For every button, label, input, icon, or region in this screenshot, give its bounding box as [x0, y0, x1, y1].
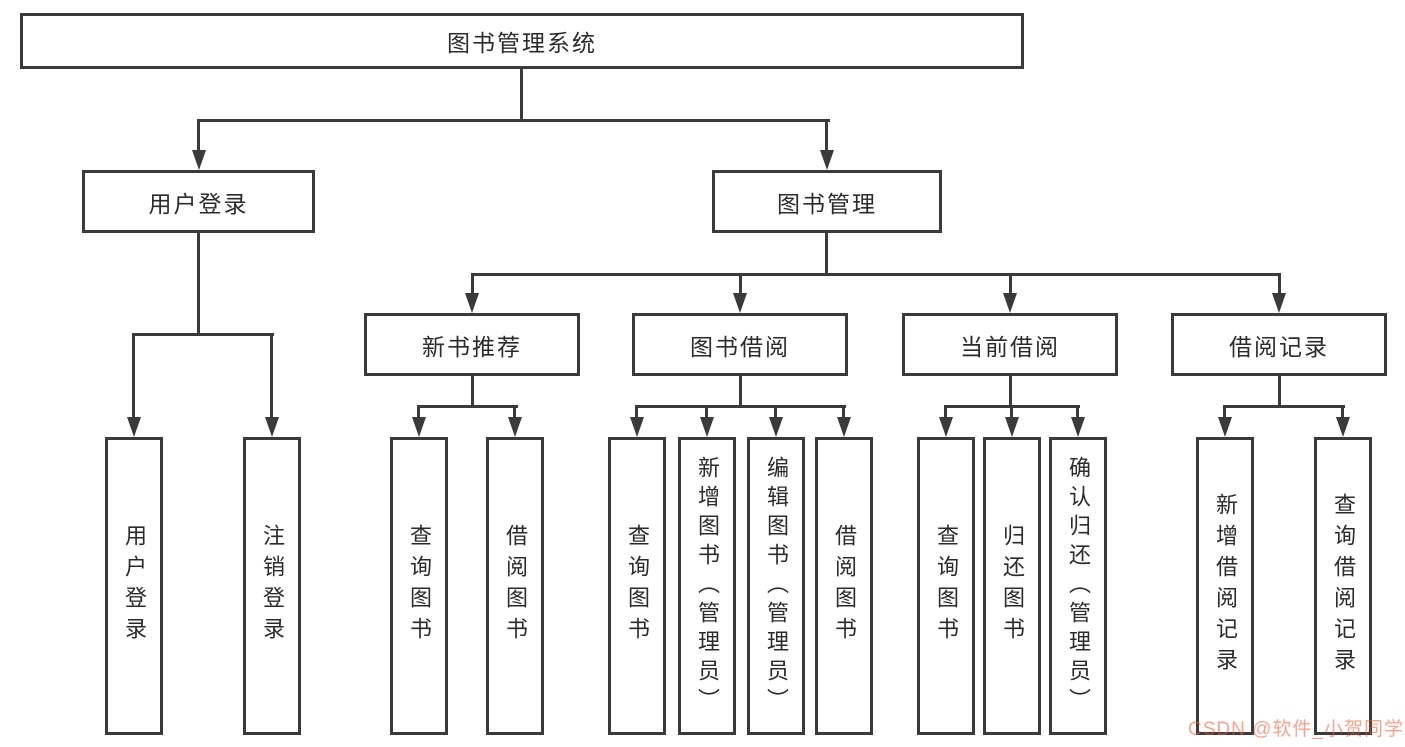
leaf-return-books: 归还图书	[983, 437, 1041, 735]
csdn-watermark: CSDN @软件_小贺同学	[1188, 719, 1404, 740]
connector-drop	[1341, 405, 1344, 419]
node-book-borrow-label: 图书借阅	[690, 333, 790, 360]
leaf-current-query-books-label: 查询图书	[934, 524, 959, 648]
connector-drop-book-management	[825, 119, 828, 152]
leaf-user-login: 用户登录	[105, 437, 163, 735]
node-root: 图书管理系统	[20, 13, 1024, 69]
connector-drop	[1010, 405, 1013, 419]
connector-mgmt-bus	[471, 273, 1281, 276]
leaf-return-books-label: 归还图书	[1000, 524, 1025, 648]
arrow-down-icon	[127, 417, 141, 437]
leaf-add-books-admin: 新增图书（管理员）	[678, 437, 736, 735]
connector-drop-borrow-records	[1278, 273, 1281, 295]
connector-drop	[842, 405, 845, 419]
connector-root-bus	[197, 119, 830, 122]
leaf-add-books-admin-label: 新增图书（管理员）	[695, 455, 720, 717]
leaf-confirm-return-admin-label: 确认归还（管理员）	[1066, 455, 1091, 717]
leaf-newbook-borrow-books-label: 借阅图书	[503, 524, 528, 648]
connector-g4-stem	[1278, 374, 1281, 407]
connector-drop	[944, 405, 947, 419]
connector-drop	[635, 405, 638, 419]
leaf-newbook-query-books-label: 查询图书	[407, 524, 432, 648]
leaf-newbook-borrow-books: 借阅图书	[486, 437, 544, 735]
arrow-down-icon	[630, 417, 644, 437]
arrow-down-icon	[733, 293, 747, 313]
arrow-down-icon	[412, 417, 426, 437]
node-book-borrow: 图书借阅	[632, 313, 848, 376]
connector-mgmt-stem	[825, 232, 828, 276]
leaf-confirm-return-admin: 确认归还（管理员）	[1049, 437, 1107, 735]
connector-root-stem	[520, 66, 523, 122]
leaf-edit-books-admin-label: 编辑图书（管理员）	[764, 455, 789, 717]
node-new-book-recommend: 新书推荐	[364, 313, 580, 376]
leaf-add-borrow-record-label: 新增借阅记录	[1213, 493, 1238, 679]
connector-drop-leaf-login	[132, 333, 135, 419]
leaf-borrow-borrow-books: 借阅图书	[815, 437, 873, 735]
leaf-add-borrow-record: 新增借阅记录	[1196, 437, 1254, 735]
arrow-down-icon	[1003, 293, 1017, 313]
connector-drop	[774, 405, 777, 419]
connector-g3-stem	[1009, 374, 1012, 407]
node-book-management: 图书管理	[712, 170, 942, 233]
connector-drop-leaf-logout	[270, 333, 273, 419]
node-new-book-recommend-label: 新书推荐	[422, 333, 522, 360]
node-user-login-label: 用户登录	[148, 190, 249, 217]
connector-drop-user-login	[197, 119, 200, 152]
connector-g1-bus	[417, 405, 518, 408]
node-borrow-records: 借阅记录	[1171, 313, 1387, 376]
leaf-logout: 注销登录	[243, 437, 301, 735]
node-user-login: 用户登录	[82, 170, 315, 233]
arrow-down-icon	[939, 417, 953, 437]
arrow-down-icon	[1272, 293, 1286, 313]
connector-drop	[1076, 405, 1079, 419]
connector-drop	[513, 405, 516, 419]
arrow-down-icon	[465, 293, 479, 313]
arrow-down-icon	[1005, 417, 1019, 437]
leaf-user-login-label: 用户登录	[122, 524, 147, 648]
arrow-down-icon	[820, 150, 834, 170]
leaf-newbook-query-books: 查询图书	[390, 437, 448, 735]
arrow-down-icon	[700, 417, 714, 437]
connector-g1-stem	[471, 374, 474, 407]
arrow-down-icon	[1336, 417, 1350, 437]
arrow-down-icon	[265, 417, 279, 437]
node-book-management-label: 图书管理	[777, 190, 877, 217]
leaf-edit-books-admin: 编辑图书（管理员）	[747, 437, 805, 735]
node-borrow-records-label: 借阅记录	[1229, 333, 1329, 360]
connector-user-stem	[197, 232, 200, 336]
node-root-label: 图书管理系统	[447, 30, 597, 56]
connector-drop-new-book	[471, 273, 474, 295]
node-current-borrow-label: 当前借阅	[960, 333, 1060, 360]
arrow-down-icon	[508, 417, 522, 437]
arrow-down-icon	[837, 417, 851, 437]
connector-g4-bus	[1223, 405, 1345, 408]
leaf-query-borrow-record: 查询借阅记录	[1314, 437, 1372, 735]
arrow-down-icon	[769, 417, 783, 437]
connector-g2-stem	[739, 374, 742, 407]
leaf-logout-label: 注销登录	[260, 524, 285, 648]
connector-user-bus	[132, 333, 274, 336]
connector-drop	[705, 405, 708, 419]
connector-drop	[1223, 405, 1226, 419]
arrow-down-icon	[1071, 417, 1085, 437]
connector-drop-current-borrow	[1009, 273, 1012, 295]
arrow-down-icon	[1218, 417, 1232, 437]
arrow-down-icon	[192, 150, 206, 170]
connector-g2-bus	[635, 405, 846, 408]
leaf-query-borrow-record-label: 查询借阅记录	[1331, 493, 1356, 679]
node-current-borrow: 当前借阅	[902, 313, 1118, 376]
leaf-borrow-query-books-label: 查询图书	[625, 524, 650, 648]
leaf-current-query-books: 查询图书	[917, 437, 975, 735]
leaf-borrow-query-books: 查询图书	[608, 437, 666, 735]
connector-drop	[417, 405, 420, 419]
leaf-borrow-borrow-books-label: 借阅图书	[832, 524, 857, 648]
connector-drop-book-borrow	[739, 273, 742, 295]
